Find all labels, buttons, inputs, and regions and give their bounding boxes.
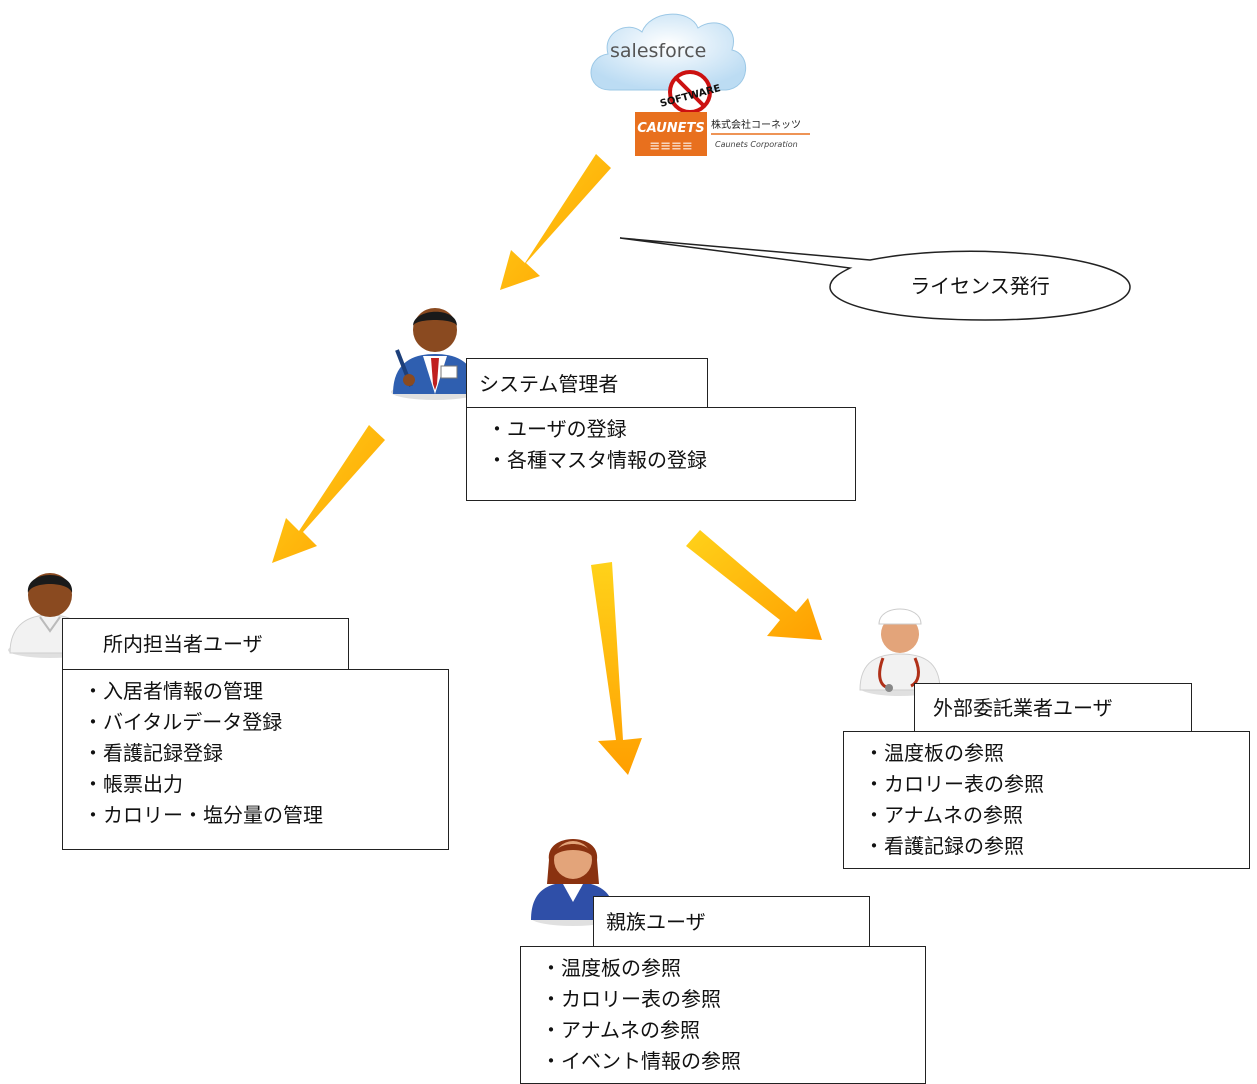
role-title-family-text: 親族ユーザ bbox=[606, 910, 706, 934]
duty-item: アナムネの参照 bbox=[864, 800, 1249, 831]
duty-item: 看護記録の参照 bbox=[864, 831, 1249, 862]
caunets-logo-text: CAUNETS bbox=[637, 121, 705, 136]
role-title-admin-text: システム管理者 bbox=[479, 371, 619, 396]
duty-box-admin: ユーザの登録 各種マスタ情報の登録 bbox=[466, 407, 856, 501]
duty-list-staff: 入居者情報の管理 バイタルデータ登録 看護記録登録 帳票出力 カロリー・塩分量の… bbox=[83, 676, 448, 831]
role-title-contractor-text: 外部委託業者ユーザ bbox=[933, 696, 1113, 720]
duty-item: カロリー表の参照 bbox=[864, 769, 1249, 800]
cloud-brand-text: salesforce bbox=[610, 40, 706, 62]
role-title-family: 親族ユーザ bbox=[593, 896, 870, 948]
arrow-admin-to-contractor bbox=[686, 530, 822, 640]
salesforce-cloud-logo: salesforce bbox=[590, 13, 747, 91]
logo-group: salesforce SOFTWARE CAUNETS ≡≡≡≡ 株式会社コーネ… bbox=[590, 13, 810, 156]
role-title-staff: 所内担当者ユーザ bbox=[62, 618, 349, 670]
arrow-admin-to-staff bbox=[272, 425, 385, 563]
duty-item: 入居者情報の管理 bbox=[83, 676, 448, 707]
duty-list-contractor: 温度板の参照 カロリー表の参照 アナムネの参照 看護記録の参照 bbox=[864, 738, 1249, 862]
license-callout: ライセンス発行 bbox=[619, 237, 1131, 321]
duty-item: カロリー表の参照 bbox=[541, 984, 925, 1015]
duty-item: バイタルデータ登録 bbox=[83, 707, 448, 738]
role-title-admin: システム管理者 bbox=[466, 358, 708, 409]
duty-item: 看護記録登録 bbox=[83, 738, 448, 769]
company-name-ja: 株式会社コーネッツ bbox=[711, 118, 801, 131]
duty-box-contractor: 温度板の参照 カロリー表の参照 アナムネの参照 看護記録の参照 bbox=[843, 731, 1250, 869]
duty-box-family: 温度板の参照 カロリー表の参照 アナムネの参照 イベント情報の参照 bbox=[520, 946, 926, 1084]
duty-box-staff: 入居者情報の管理 バイタルデータ登録 看護記録登録 帳票出力 カロリー・塩分量の… bbox=[62, 669, 449, 850]
duty-item: イベント情報の参照 bbox=[541, 1046, 925, 1077]
duty-list-family: 温度板の参照 カロリー表の参照 アナムネの参照 イベント情報の参照 bbox=[541, 953, 925, 1077]
role-title-contractor: 外部委託業者ユーザ bbox=[914, 683, 1192, 733]
arrow-admin-to-family bbox=[591, 562, 642, 775]
duty-list-admin: ユーザの登録 各種マスタ情報の登録 bbox=[487, 414, 855, 476]
duty-item: 帳票出力 bbox=[83, 769, 448, 800]
company-name-en: Caunets Corporation bbox=[715, 140, 798, 149]
duty-item: カロリー・塩分量の管理 bbox=[83, 800, 448, 831]
duty-item: アナムネの参照 bbox=[541, 1015, 925, 1046]
businessman-avatar-icon bbox=[391, 308, 479, 400]
duty-item: 温度板の参照 bbox=[541, 953, 925, 984]
callout-text: ライセンス発行 bbox=[910, 274, 1050, 298]
duty-item: 各種マスタ情報の登録 bbox=[487, 445, 855, 476]
duty-item: 温度板の参照 bbox=[864, 738, 1249, 769]
caunets-logo: CAUNETS ≡≡≡≡ bbox=[635, 112, 707, 156]
duty-item: ユーザの登録 bbox=[487, 414, 855, 445]
arrow-license-to-admin bbox=[500, 154, 611, 290]
role-title-staff-text: 所内担当者ユーザ bbox=[103, 632, 263, 656]
svg-text:≡≡≡≡: ≡≡≡≡ bbox=[649, 139, 693, 154]
